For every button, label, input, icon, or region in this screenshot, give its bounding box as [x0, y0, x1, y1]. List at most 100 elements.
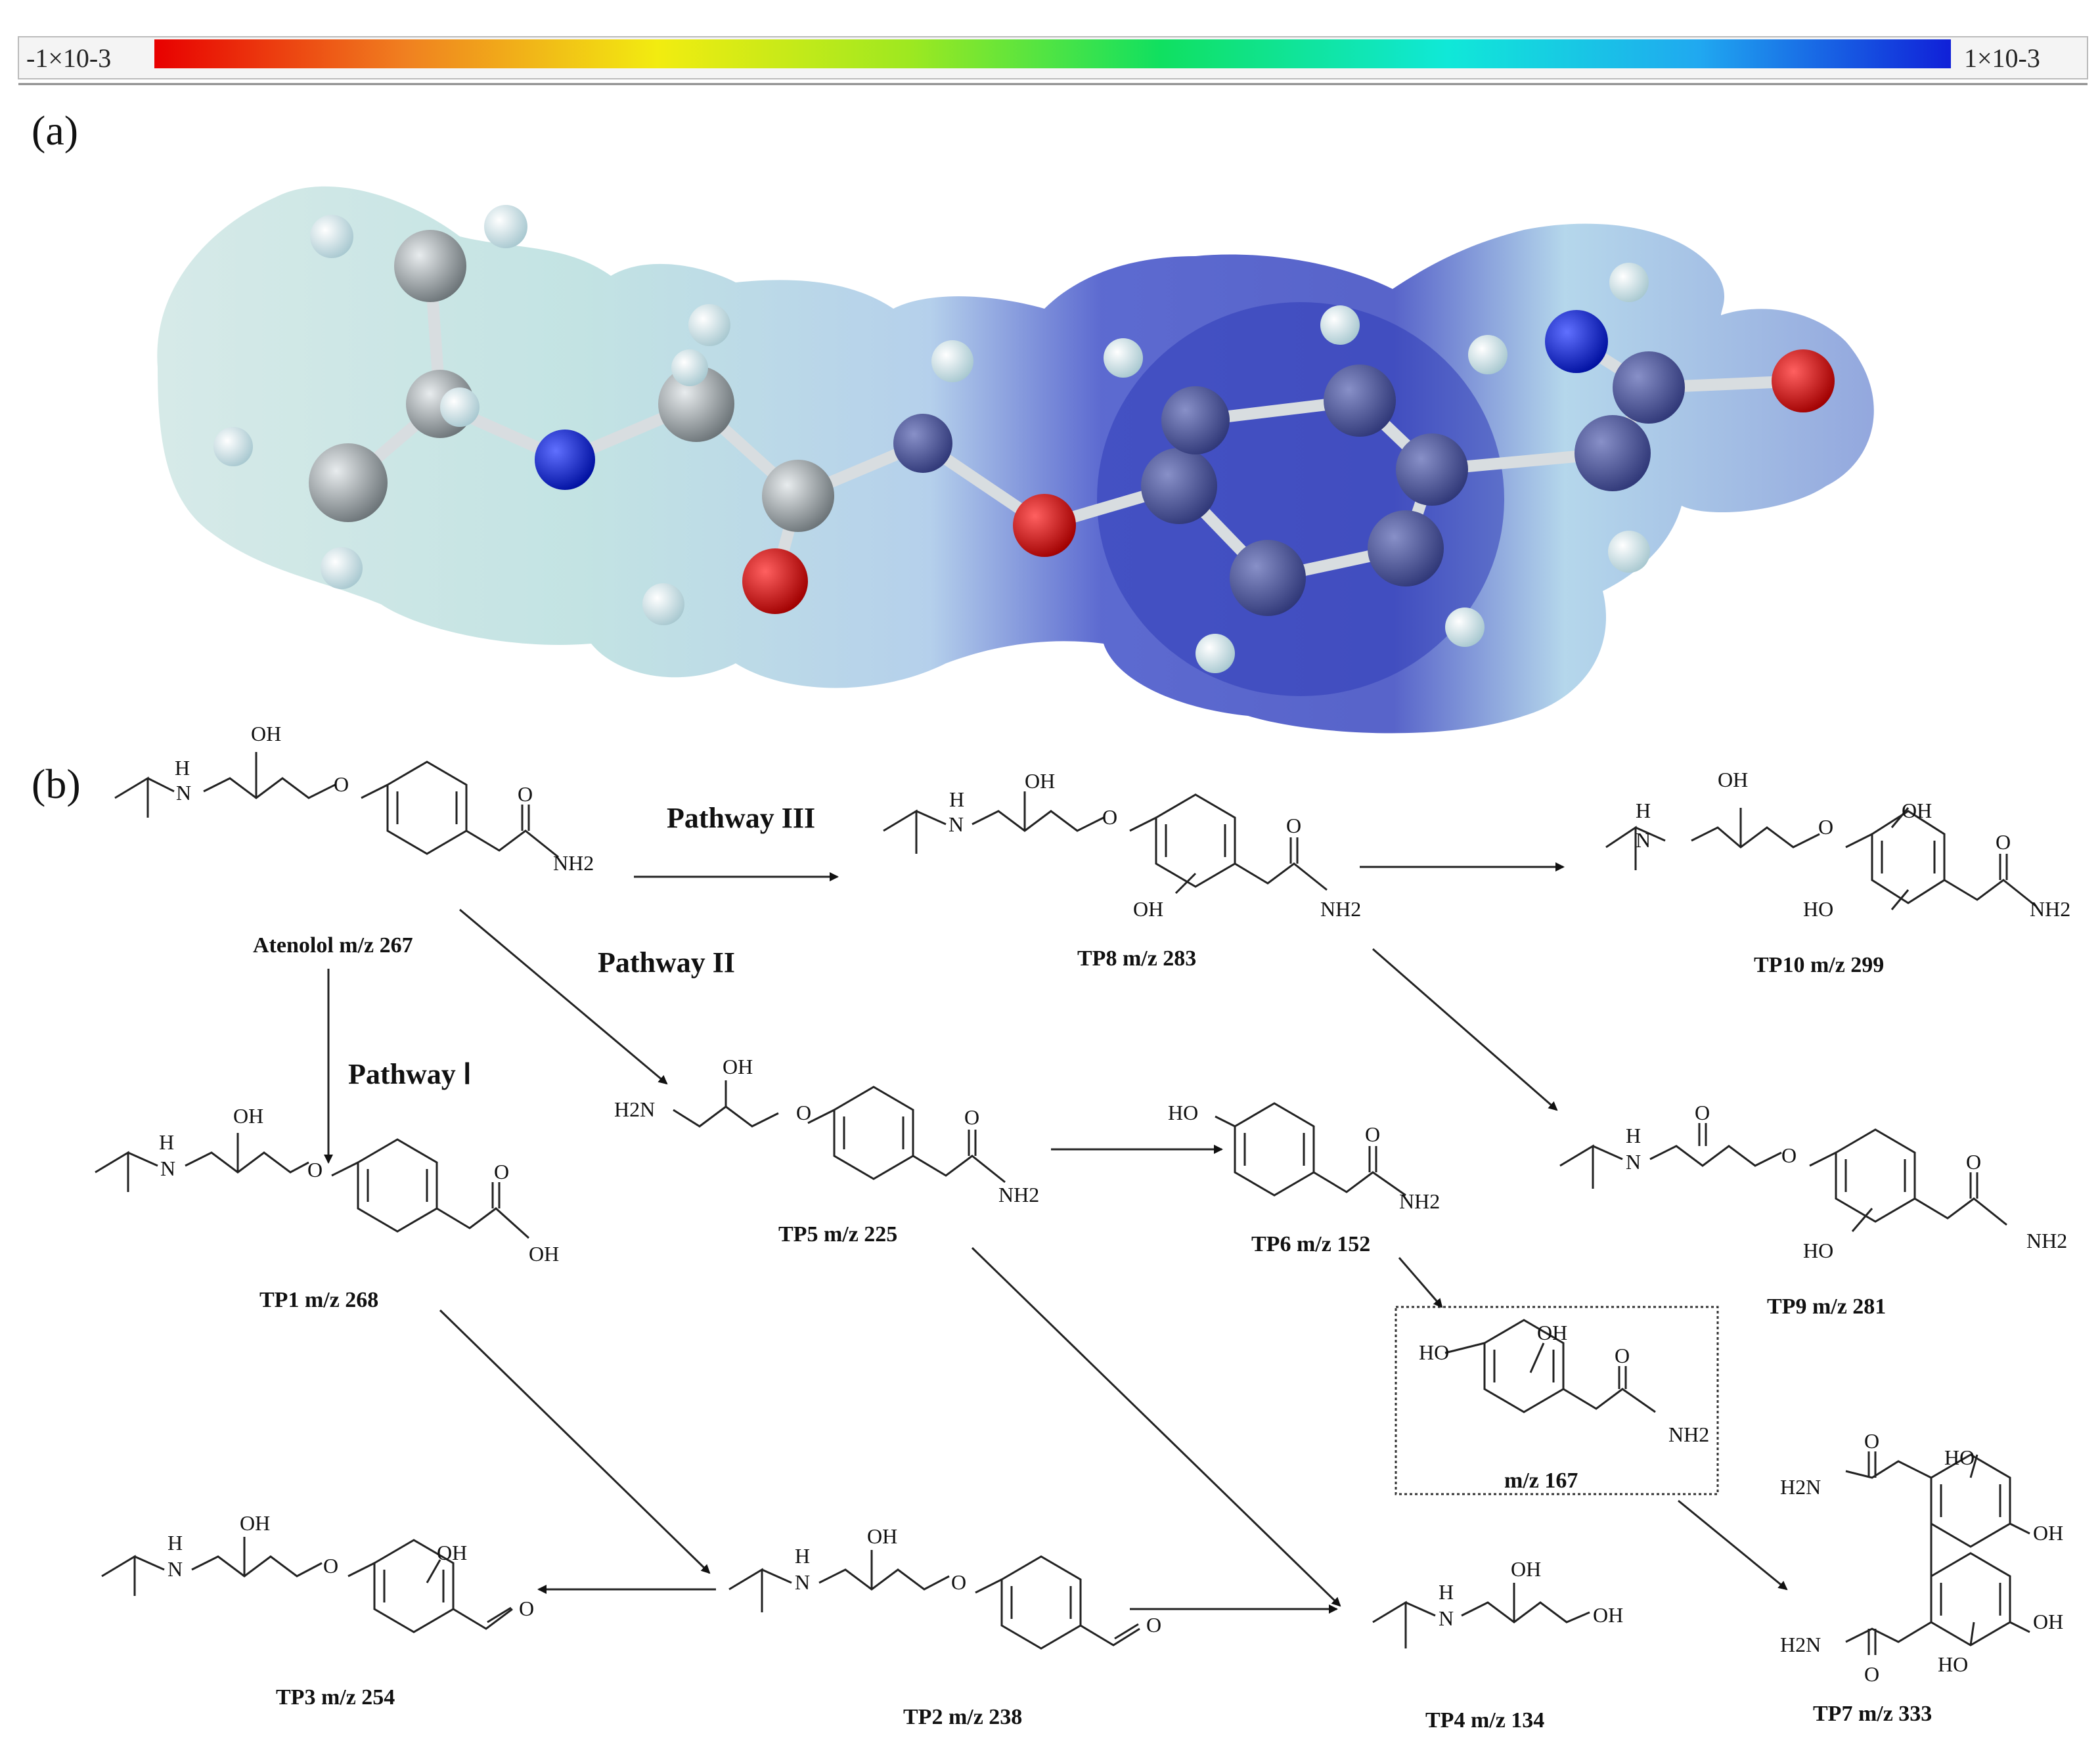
atom-o: O: [1146, 1613, 1161, 1637]
atom-ho: HO: [1803, 897, 1833, 921]
atom-o: O: [1864, 1429, 1879, 1453]
atom-o: O: [1864, 1662, 1879, 1686]
atom-o: O: [964, 1105, 979, 1129]
atom-nh2: NH2: [1668, 1423, 1709, 1446]
atom-h: H: [159, 1130, 174, 1154]
atom-nh2: NH2: [1399, 1189, 1440, 1213]
atom-oh: OH: [1593, 1603, 1623, 1627]
electrostatic-potential-surface: [157, 186, 1874, 734]
atom-oh: OH: [2033, 1521, 2063, 1545]
atom-oh: OH: [1133, 897, 1163, 921]
label-tp1: TP1 m/z 268: [259, 1288, 378, 1312]
label-tp8: TP8 m/z 283: [1077, 946, 1196, 971]
atom-h2n: H2N: [1780, 1475, 1821, 1499]
atom-o: O: [796, 1101, 811, 1124]
atom-o: O: [951, 1570, 966, 1594]
molecule-tp6: HO O NH2 TP6 m/z 152: [1168, 1101, 1440, 1256]
atom-o: O: [1695, 1101, 1710, 1124]
atom-oh: OH: [1902, 799, 1932, 822]
atom-o: O: [1286, 814, 1301, 837]
atom-n: N: [1626, 1150, 1641, 1174]
panel-a-label: (a): [32, 107, 78, 154]
atom-o: O: [307, 1158, 323, 1182]
atom-oh: OH: [1537, 1321, 1567, 1344]
pathway-label-ii: Pathway II: [598, 946, 735, 979]
atom-o: O: [1102, 805, 1117, 829]
atom-oh: OH: [240, 1511, 270, 1535]
atom-oh: OH: [723, 1055, 753, 1078]
atom-nh2: NH2: [1320, 897, 1361, 921]
atom-nh2: NH2: [553, 851, 594, 875]
molecule-tp10: H N OH O OH HO O NH2 TP10 m/z 299: [1605, 768, 2070, 977]
colorbar-gradient: [154, 39, 1951, 68]
atom-h: H: [949, 787, 964, 811]
molecule-tp7: O H2N HO OH OH H2N HO O TP7 m/z 333: [1780, 1429, 2063, 1726]
atom-n: N: [168, 1557, 183, 1581]
atom-h: H: [175, 756, 190, 780]
atom-o: O: [334, 772, 349, 796]
pathway-label-i: Pathway Ⅰ: [348, 1058, 472, 1090]
atom-oh: OH: [251, 722, 281, 745]
atom-oh: OH: [529, 1242, 559, 1266]
atom-oh: OH: [1025, 769, 1055, 793]
atom-n: N: [1636, 828, 1651, 852]
atom-o: O: [1781, 1143, 1797, 1167]
molecule-tp9: H N O O HO O NH2 TP9 m/z 281: [1559, 1101, 2067, 1319]
label-tp2: TP2 m/z 238: [903, 1705, 1022, 1729]
atom-n: N: [949, 812, 964, 836]
label-tp9: TP9 m/z 281: [1767, 1294, 1886, 1319]
molecule-mz167: HO OH O NH2 m/z 167: [1395, 1306, 1719, 1495]
molecule-tp8: H N OH O OH O NH2 TP8 m/z 283: [883, 769, 1361, 971]
colorbar: -1×10-3 1×10-3: [18, 36, 2088, 85]
atom-h2n: H2N: [1780, 1633, 1821, 1656]
label-tp10: TP10 m/z 299: [1754, 953, 1884, 977]
atom-o: O: [323, 1554, 338, 1578]
atom-o: O: [1996, 830, 2011, 854]
atom-ho: HO: [1168, 1101, 1198, 1124]
atom-o: O: [518, 782, 533, 806]
molecule-tp4: H N OH OH TP4 m/z 134: [1372, 1557, 1623, 1733]
pathway-label-iii: Pathway III: [667, 802, 815, 834]
atom-oh: OH: [867, 1524, 897, 1548]
label-mz167: m/z 167: [1504, 1469, 1578, 1493]
atom-oh: OH: [1511, 1557, 1541, 1581]
atom-h: H: [1626, 1124, 1641, 1147]
atom-h: H: [1636, 799, 1651, 822]
atom-nh2: NH2: [2026, 1229, 2067, 1252]
atom-ho: HO: [1803, 1239, 1833, 1262]
atom-ho: HO: [1944, 1446, 1975, 1469]
atom-ho: HO: [1419, 1340, 1449, 1364]
label-tp6: TP6 m/z 152: [1251, 1232, 1370, 1256]
label-atenolol: Atenolol m/z 267: [253, 933, 413, 958]
atom-n: N: [795, 1570, 810, 1594]
label-tp5: TP5 m/z 225: [778, 1222, 897, 1247]
label-tp3: TP3 m/z 254: [276, 1685, 395, 1710]
atom-o: O: [1365, 1122, 1380, 1146]
atom-h: H: [168, 1531, 183, 1555]
atom-oh: OH: [2033, 1610, 2063, 1633]
atom-oh: OH: [437, 1541, 467, 1564]
atom-o: O: [1615, 1344, 1630, 1367]
reaction-arrows: [324, 862, 1788, 1614]
label-tp7: TP7 m/z 333: [1813, 1702, 1932, 1726]
ball-and-stick-molecule: [213, 205, 1835, 673]
atom-h2n: H2N: [614, 1097, 655, 1121]
atom-o: O: [519, 1597, 534, 1620]
molecule-tp3: H N OH O OH O TP3 m/z 254: [101, 1511, 534, 1710]
label-tp4: TP4 m/z 134: [1425, 1708, 1544, 1733]
atom-nh2: NH2: [2030, 897, 2070, 921]
molecule-tp2: H N OH O O TP2 m/z 238: [728, 1524, 1161, 1729]
colorbar-max-label: 1×10-3: [1964, 43, 2040, 73]
molecule-tp1: H N OH O O OH TP1 m/z 268: [95, 1104, 559, 1312]
atom-n: N: [160, 1157, 175, 1180]
atom-o: O: [1966, 1150, 1981, 1174]
atom-h: H: [795, 1544, 810, 1568]
molecule-tp5: H2N OH O O NH2 TP5 m/z 225: [614, 1055, 1039, 1247]
atom-oh: OH: [1718, 768, 1748, 791]
molecule-atenolol: H N OH O O NH2 Atenolol m/z 267: [114, 722, 594, 958]
panel-b-label: (b): [32, 761, 81, 807]
atom-n: N: [176, 781, 191, 805]
atom-h: H: [1439, 1580, 1454, 1604]
atom-oh: OH: [233, 1104, 263, 1128]
